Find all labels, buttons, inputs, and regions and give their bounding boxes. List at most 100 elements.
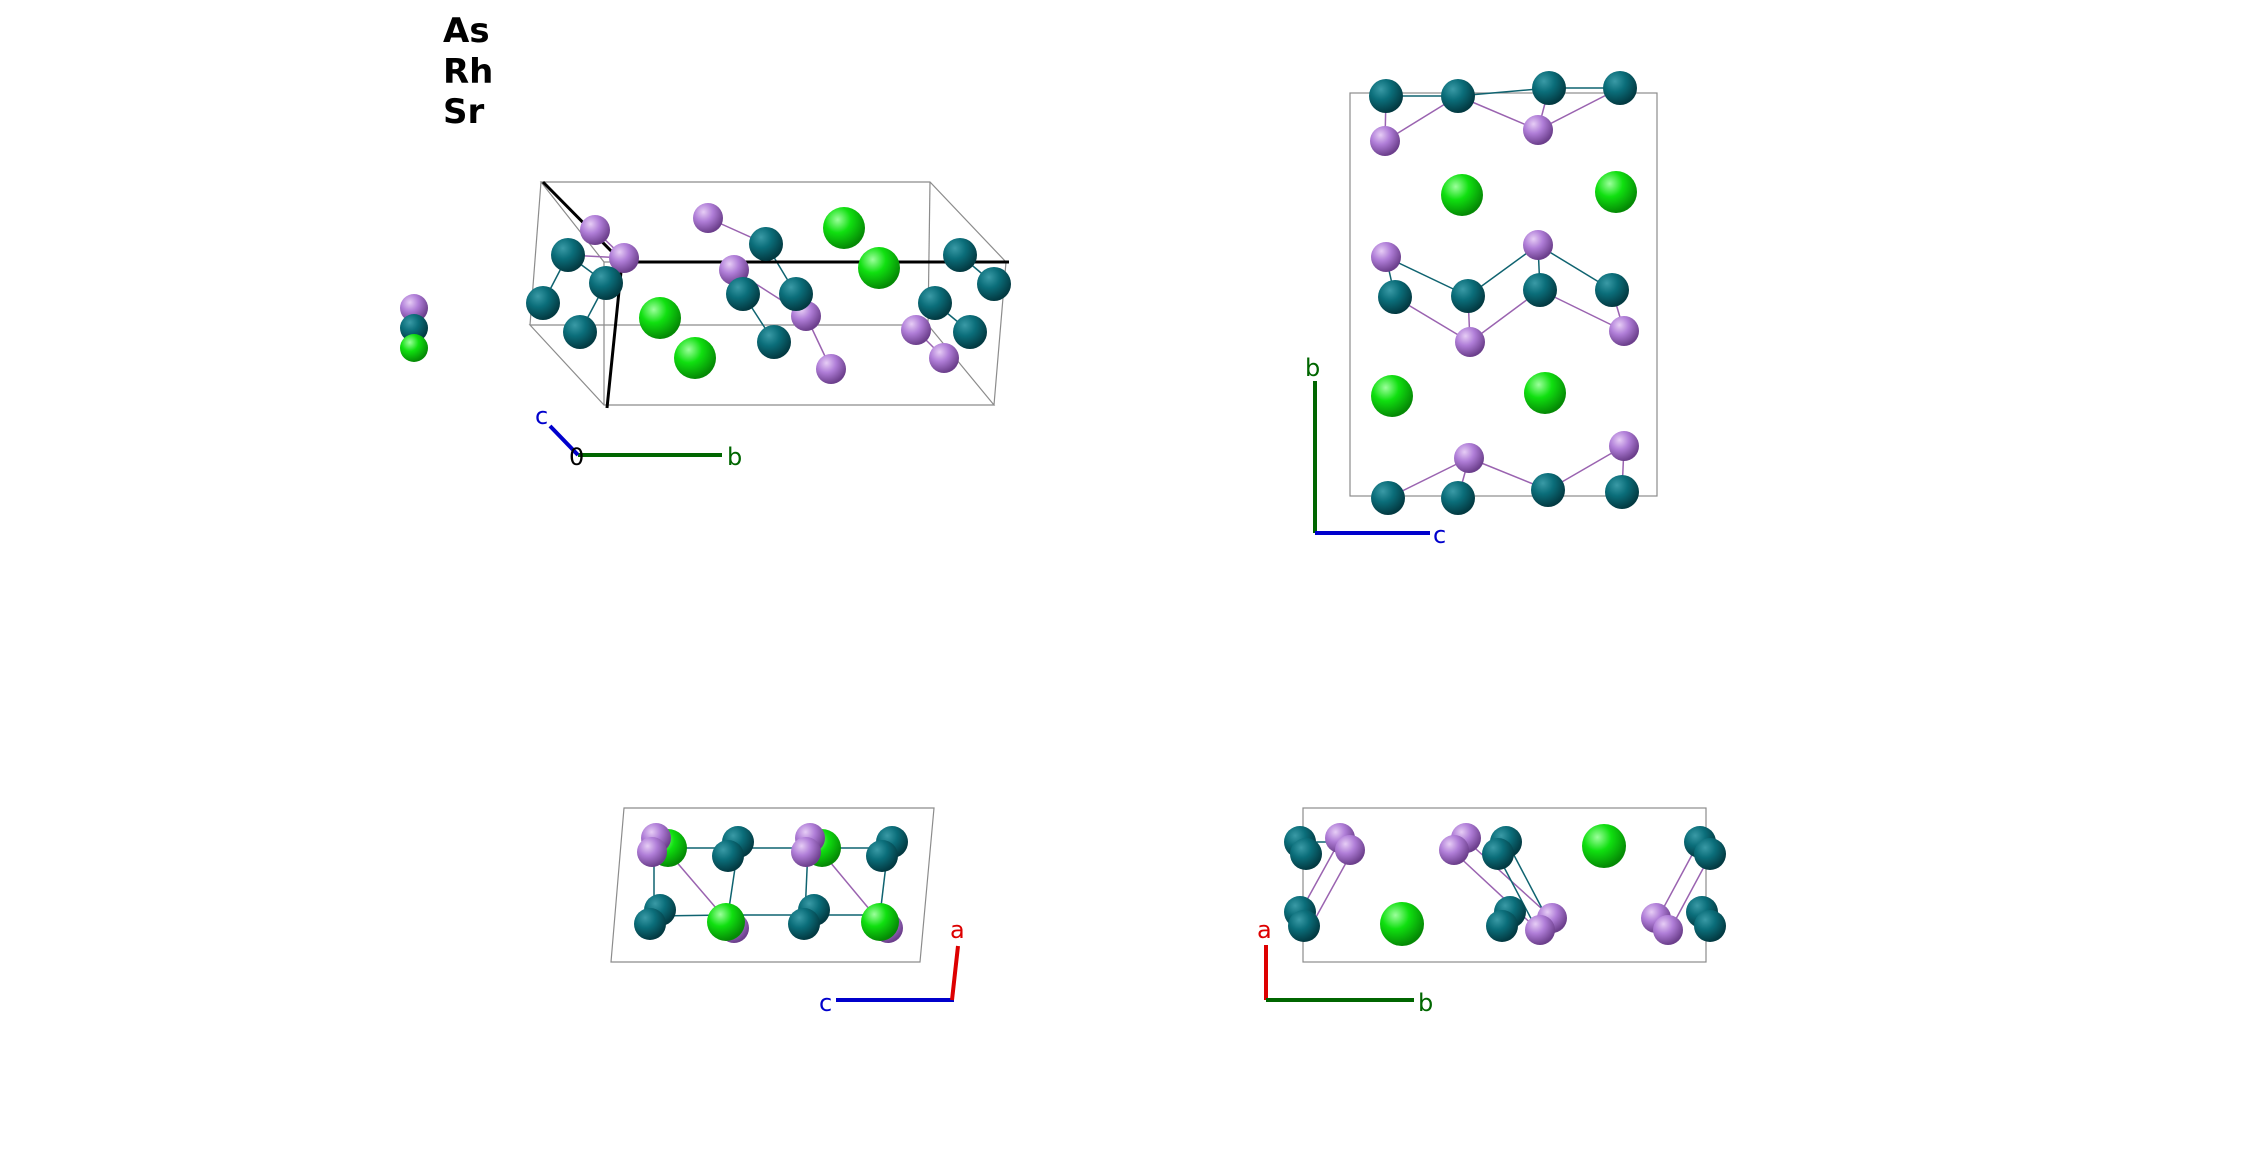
as-atom bbox=[1371, 242, 1401, 272]
axis-triad: c a bbox=[819, 916, 965, 1017]
sr-atom bbox=[858, 247, 900, 289]
axis-label-c: c bbox=[1433, 521, 1446, 549]
ca-projection-panel: c a bbox=[610, 807, 965, 1017]
rh-atom bbox=[749, 227, 783, 261]
bonds bbox=[653, 837, 889, 923]
rh-atom bbox=[953, 315, 987, 349]
sr-atom bbox=[1371, 375, 1413, 417]
rh-atom bbox=[526, 286, 560, 320]
rh-atom bbox=[1532, 71, 1566, 105]
legend-label-sr: Sr bbox=[443, 92, 484, 132]
sr-atom bbox=[674, 337, 716, 379]
rh-atom bbox=[1451, 279, 1485, 313]
as-atom bbox=[816, 354, 846, 384]
unit-cell-outline bbox=[1302, 807, 1707, 963]
rh-atom bbox=[589, 266, 623, 300]
axis-label-a: a bbox=[1257, 916, 1272, 944]
legend-swatch-rh bbox=[400, 314, 428, 342]
rh-atom bbox=[551, 238, 585, 272]
sr-atom bbox=[1582, 824, 1626, 868]
axis-label-b: b bbox=[1418, 989, 1433, 1017]
legend-label-rh: Rh bbox=[443, 52, 493, 92]
rh-atom bbox=[1369, 79, 1403, 113]
as-atom bbox=[1335, 835, 1365, 865]
rh-atom bbox=[943, 238, 977, 272]
rh-atom bbox=[1595, 273, 1629, 307]
as-atom bbox=[580, 215, 610, 245]
rh-atom bbox=[1378, 280, 1412, 314]
as-atom bbox=[693, 203, 723, 233]
sr-atom bbox=[1441, 174, 1483, 216]
as-atom bbox=[1609, 431, 1639, 461]
rh-atom bbox=[1603, 71, 1637, 105]
sr-atom bbox=[1524, 372, 1566, 414]
sr-atom bbox=[639, 297, 681, 339]
as-atom bbox=[1653, 915, 1683, 945]
rh-atom bbox=[1486, 910, 1518, 942]
as-atom bbox=[1523, 230, 1553, 260]
axis-label-b: b bbox=[727, 443, 742, 471]
as-atom bbox=[1439, 835, 1469, 865]
atoms bbox=[1369, 71, 1639, 515]
unit-cell-outline bbox=[610, 807, 935, 963]
axis-label-b: b bbox=[1305, 354, 1320, 382]
sr-atom bbox=[861, 903, 899, 941]
as-atom bbox=[1370, 126, 1400, 156]
sr-atom bbox=[1380, 902, 1424, 946]
axis-label-origin: 0 bbox=[569, 443, 584, 471]
rh-atom bbox=[1290, 838, 1322, 870]
rh-atom bbox=[634, 908, 666, 940]
axis-triad: a b bbox=[1257, 916, 1433, 1017]
axis-label-a: a bbox=[950, 916, 965, 944]
legend-swatch-sr bbox=[400, 334, 428, 362]
as-atom bbox=[791, 837, 821, 867]
rh-atom bbox=[1694, 838, 1726, 870]
axis-triad: b c bbox=[1305, 354, 1446, 549]
as-atom bbox=[1523, 115, 1553, 145]
as-atom bbox=[929, 343, 959, 373]
rh-atom bbox=[1441, 481, 1475, 515]
as-atom bbox=[1525, 915, 1555, 945]
atoms bbox=[526, 203, 1011, 384]
rh-atom bbox=[1523, 273, 1557, 307]
rh-atom bbox=[977, 267, 1011, 301]
rh-atom bbox=[563, 315, 597, 349]
rh-atom bbox=[1694, 910, 1726, 942]
as-atom bbox=[1455, 327, 1485, 357]
rh-atom bbox=[1371, 481, 1405, 515]
rh-atom bbox=[726, 277, 760, 311]
element-legend: As Rh Sr bbox=[400, 11, 493, 362]
ab-projection-panel: a b bbox=[1257, 807, 1726, 1017]
rh-atom bbox=[866, 840, 898, 872]
rh-atom bbox=[1531, 473, 1565, 507]
axis-label-c: c bbox=[819, 989, 832, 1017]
rh-atom bbox=[757, 325, 791, 359]
unit-cell-outline bbox=[1349, 92, 1658, 497]
as-atom bbox=[1609, 316, 1639, 346]
perspective-view-panel: c b 0 bbox=[526, 180, 1011, 471]
sr-atom bbox=[1595, 171, 1637, 213]
bonds bbox=[1384, 87, 1625, 499]
axis-triad: c b 0 bbox=[535, 402, 742, 471]
as-atom bbox=[609, 243, 639, 273]
rh-atom bbox=[779, 277, 813, 311]
sr-atom bbox=[707, 903, 745, 941]
as-atom bbox=[637, 837, 667, 867]
sr-atom bbox=[823, 207, 865, 249]
legend-label-as: As bbox=[443, 11, 490, 51]
legend-swatch-as bbox=[400, 294, 428, 322]
rh-atom bbox=[712, 840, 744, 872]
rh-atom bbox=[918, 286, 952, 320]
bc-projection-panel: b c bbox=[1305, 71, 1658, 549]
atoms bbox=[634, 823, 908, 943]
as-atom bbox=[1454, 443, 1484, 473]
atoms bbox=[1284, 823, 1726, 946]
rh-atom bbox=[1288, 910, 1320, 942]
rh-atom bbox=[1605, 475, 1639, 509]
rh-atom bbox=[1441, 79, 1475, 113]
axis-label-c: c bbox=[535, 402, 548, 430]
rh-atom bbox=[788, 908, 820, 940]
rh-atom bbox=[1482, 838, 1514, 870]
as-atom bbox=[901, 315, 931, 345]
